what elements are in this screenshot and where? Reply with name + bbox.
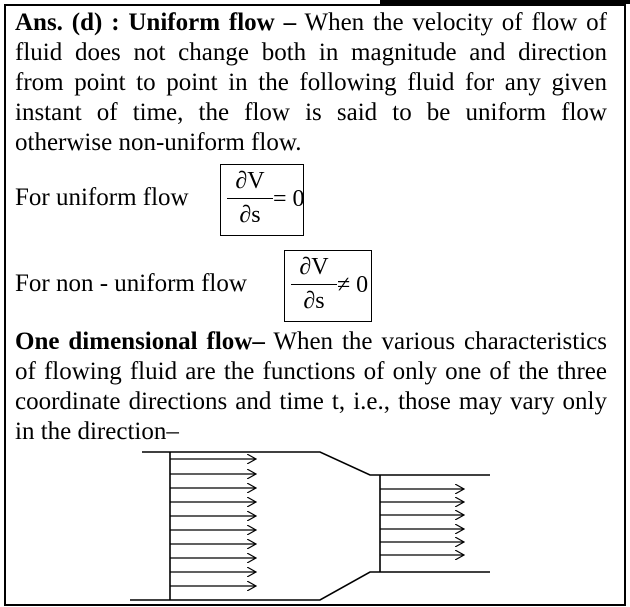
document-frame	[4, 4, 626, 606]
wide-section-velocity-arrows	[170, 459, 256, 586]
uniform-flow-rhs: = 0	[273, 186, 305, 212]
fraction-bar	[227, 198, 273, 199]
nonuniform-flow-fraction: ∂V ∂s	[291, 253, 337, 315]
one-dimensional-flow-paragraph: One dimensional flow– When the various c…	[15, 327, 607, 447]
pipe-flow-diagram	[130, 451, 490, 601]
pipe-upper-wall	[142, 451, 490, 476]
nonuniform-flow-equation-box: ∂V ∂s ≠ 0	[284, 250, 372, 322]
top-edge-bar	[380, 0, 630, 4]
uniform-flow-equation-label: For uniform flow	[15, 184, 189, 211]
fraction-bar	[291, 284, 337, 285]
pipe-lower-wall	[130, 571, 490, 601]
nonuniform-flow-equation-label: For non - uniform flow	[15, 270, 247, 297]
uniform-flow-heading: Ans. (d) : Uniform flow –	[15, 9, 297, 36]
uniform-flow-definition: When the velocity of flow of fluid does …	[15, 9, 607, 156]
nonuniform-flow-rhs: ≠ 0	[337, 272, 369, 298]
uniform-flow-fraction: ∂V ∂s	[227, 167, 273, 229]
uniform-flow-equation-box: ∂V ∂s = 0	[220, 164, 305, 236]
one-dimensional-flow-heading: One dimensional flow–	[15, 328, 265, 355]
one-dimensional-flow-definition: When the various characteristics of flow…	[15, 328, 607, 445]
uniform-flow-denominator: ∂s	[239, 202, 261, 228]
nonuniform-flow-denominator: ∂s	[303, 288, 325, 314]
narrow-section-velocity-arrows	[380, 489, 464, 555]
uniform-flow-numerator: ∂V	[235, 168, 265, 194]
uniform-flow-paragraph: Ans. (d) : Uniform flow – When the veloc…	[15, 8, 607, 158]
nonuniform-flow-numerator: ∂V	[299, 254, 329, 280]
